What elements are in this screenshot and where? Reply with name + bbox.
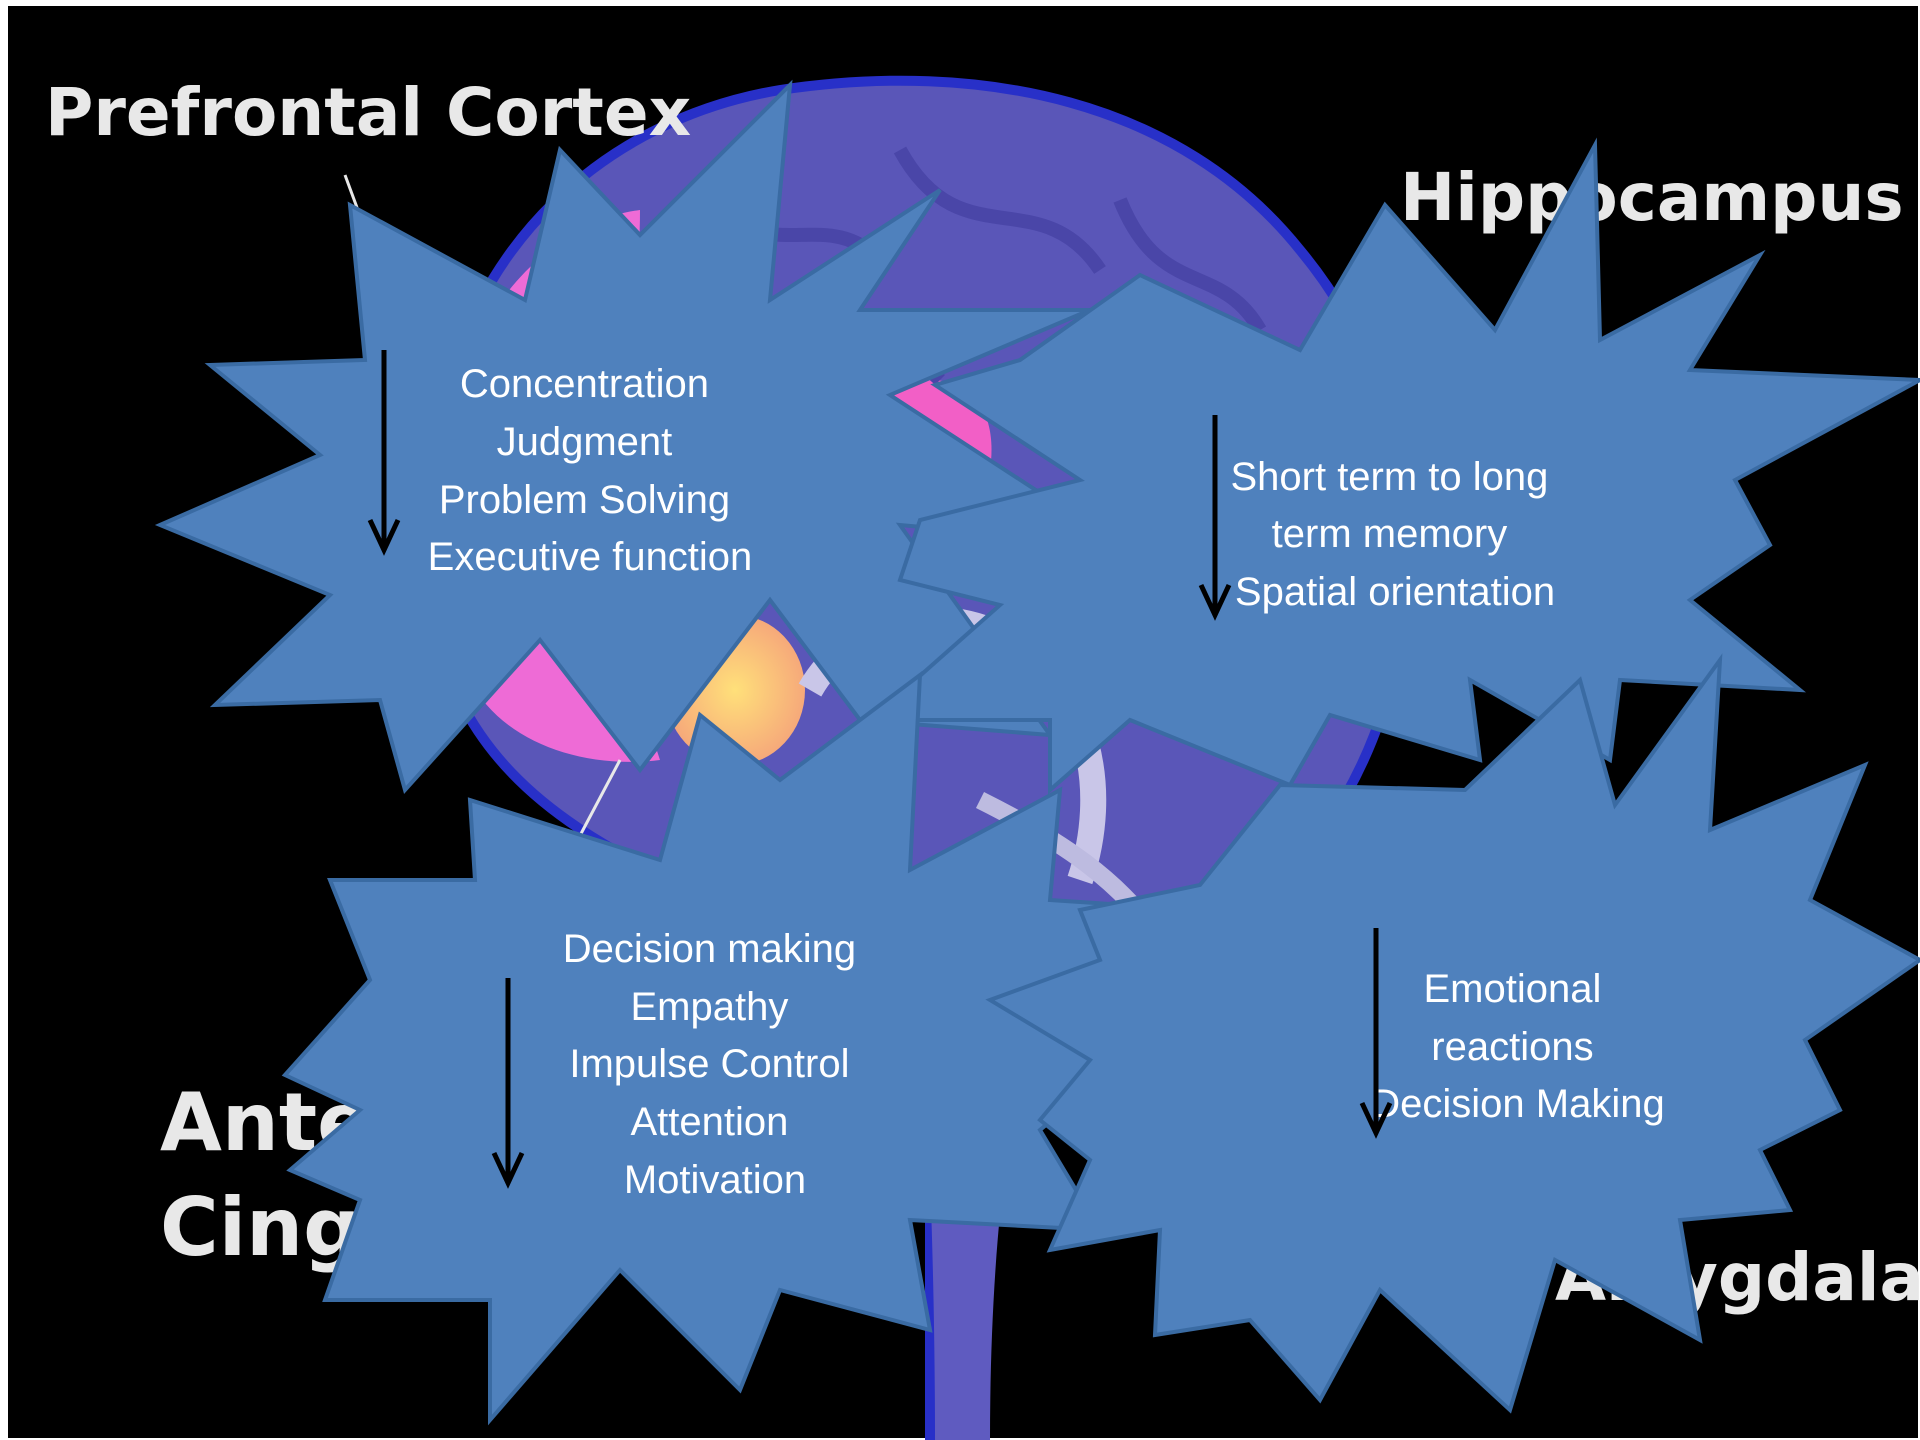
label-hippocampus: Hippocampus xyxy=(1400,159,1904,236)
burst-line: term memory xyxy=(1272,512,1508,556)
burst-line: Empathy xyxy=(631,985,789,1029)
label-prefrontal-cortex: Prefrontal Cortex xyxy=(45,74,691,151)
burst-line: reactions xyxy=(1431,1025,1593,1069)
burst-line: Decision Making xyxy=(1371,1082,1664,1126)
burst-line: Impulse Control xyxy=(569,1042,849,1086)
burst-line: Executive function xyxy=(428,535,753,579)
burst-line: Problem Solving xyxy=(439,478,730,522)
burst-line: Attention xyxy=(630,1100,788,1144)
burst-line: Spatial orientation xyxy=(1235,570,1555,614)
burst-text-hippocampus: Short term to long term memory Spatial o… xyxy=(1230,455,1559,614)
burst-line: Concentration xyxy=(460,362,709,406)
burst-line: Emotional xyxy=(1424,967,1602,1011)
burst-line: Motivation xyxy=(624,1158,806,1202)
burst-line: Short term to long xyxy=(1230,455,1548,499)
burst-line: Decision making xyxy=(563,927,856,971)
burst-line: Judgment xyxy=(497,420,673,464)
